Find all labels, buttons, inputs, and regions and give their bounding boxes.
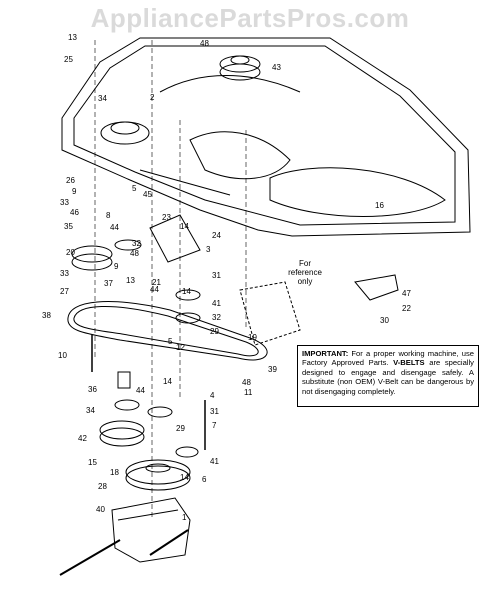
callout-19: 19 [248, 333, 257, 342]
callout-36: 36 [88, 385, 97, 394]
callout-12: 12 [176, 343, 185, 352]
transaxle-40-shape [111, 497, 191, 563]
callout-14: 14 [180, 222, 189, 231]
callout-35: 35 [64, 222, 73, 231]
callout-48: 48 [130, 249, 139, 258]
reference-note: For reference only [288, 259, 322, 286]
callout-40: 40 [96, 505, 105, 514]
callout-14: 14 [180, 473, 189, 482]
callout-29: 29 [210, 327, 219, 336]
callout-13: 13 [126, 276, 135, 285]
important-heading: IMPORTANT: [302, 349, 349, 358]
callout-15: 15 [88, 458, 97, 467]
callout-20: 20 [66, 248, 75, 257]
callout-21: 21 [152, 278, 161, 287]
callout-32: 32 [132, 239, 141, 248]
callout-14: 14 [182, 287, 191, 296]
callout-24: 24 [212, 231, 221, 240]
callout-4: 4 [210, 391, 215, 400]
callout-41: 41 [210, 457, 219, 466]
callout-41: 41 [212, 299, 221, 308]
callout-42: 42 [78, 434, 87, 443]
watermark: AppliancePartsPros.com [90, 3, 410, 33]
callout-6: 6 [202, 475, 207, 484]
callout-26: 26 [66, 176, 75, 185]
important-note-box: IMPORTANT: For a proper working machine,… [297, 345, 479, 407]
callout-13: 13 [68, 33, 77, 42]
deck-plate-inner [73, 45, 456, 226]
callout-43: 43 [272, 63, 281, 72]
callout-28: 28 [98, 482, 107, 491]
callout-44: 44 [136, 386, 145, 395]
callout-3: 3 [206, 245, 211, 254]
callout-18: 18 [110, 468, 119, 477]
callout-2: 2 [150, 93, 155, 102]
callout-39: 39 [268, 365, 277, 374]
important-line1: For a proper working machine, use Factor… [302, 349, 474, 368]
callout-11: 11 [244, 388, 253, 397]
callout-32: 32 [212, 313, 221, 322]
callout-7: 7 [212, 421, 217, 430]
vbelts-heading: V-BELTS [393, 358, 425, 368]
callout-25: 25 [64, 55, 73, 64]
callout-23: 23 [162, 213, 171, 222]
callout-5: 5 [168, 337, 173, 346]
callout-47: 47 [402, 289, 411, 298]
callout-9: 9 [72, 187, 77, 196]
pulley-28-shape [125, 465, 191, 491]
pulley-20-shape [71, 253, 113, 271]
pulley-42-shape [99, 427, 145, 447]
callout-22: 22 [402, 304, 411, 313]
callout-27: 27 [60, 287, 69, 296]
callout-1: 1 [182, 513, 187, 522]
callout-38: 38 [42, 311, 51, 320]
callout-34: 34 [86, 406, 95, 415]
callout-14: 14 [163, 377, 172, 386]
callout-31: 31 [210, 407, 219, 416]
callout-31: 31 [212, 271, 221, 280]
callout-33: 33 [60, 269, 69, 278]
important-line2: are specially designed to engage and dis… [302, 358, 474, 396]
callout-34: 34 [98, 94, 107, 103]
callout-46: 46 [70, 208, 79, 217]
callout-30: 30 [380, 316, 389, 325]
callout-44: 44 [110, 223, 119, 232]
callout-29: 29 [176, 424, 185, 433]
callout-48: 48 [242, 378, 251, 387]
callout-37: 37 [104, 279, 113, 288]
deck-plate-outline [61, 37, 471, 237]
callout-44: 44 [150, 285, 159, 294]
callout-10: 10 [58, 351, 67, 360]
callout-8: 8 [106, 211, 111, 220]
callout-33: 33 [60, 198, 69, 207]
callout-45: 45 [143, 190, 152, 199]
callout-9: 9 [114, 262, 119, 271]
callout-5: 5 [132, 184, 137, 193]
callout-48: 48 [200, 39, 209, 48]
callout-16: 16 [375, 201, 384, 210]
v-belt-38-shape [67, 301, 268, 361]
